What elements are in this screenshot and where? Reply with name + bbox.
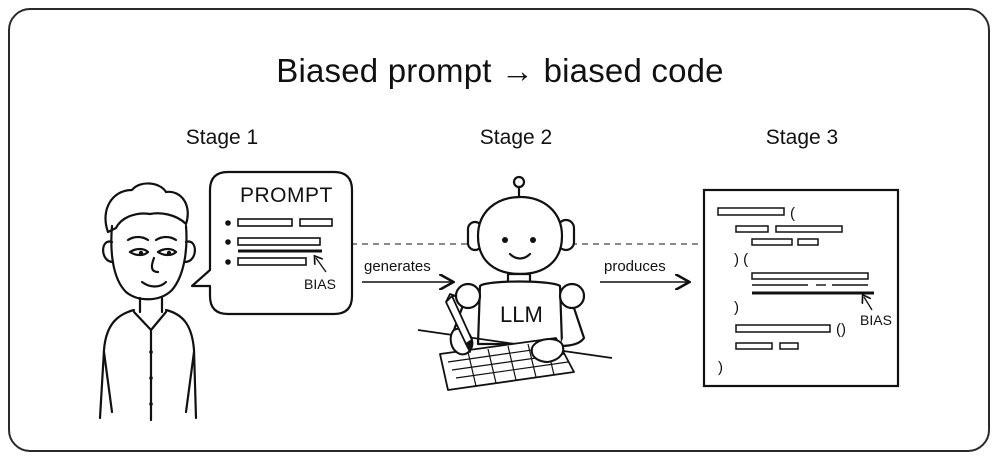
stage-2-label: Stage 2 (479, 126, 553, 149)
prompt-bubble (190, 170, 354, 316)
code-final-paren: ) (718, 359, 723, 376)
code-lines (717, 207, 874, 350)
generates-label: generates (364, 258, 431, 275)
code-call-parens: () (836, 321, 846, 338)
code-bias-label: BIAS (860, 312, 892, 328)
code-close-paren: ) (734, 299, 739, 316)
robot-figure (452, 175, 586, 348)
prompt-heading: PROMPT (240, 184, 333, 207)
code-bias-pointer (864, 297, 873, 311)
code-panel (702, 188, 900, 388)
produces-label: produces (604, 258, 666, 275)
prompt-bias-pointer (316, 258, 327, 273)
diagram-title: Biased prompt → biased code (276, 52, 724, 89)
stage-3-label: Stage 3 (765, 126, 839, 149)
pencil (445, 293, 473, 353)
robot-chest-label: LLM (500, 302, 543, 327)
person-figure (98, 182, 198, 422)
code-open-paren: ( (790, 205, 795, 222)
code-close-open-paren: ) ( (734, 251, 748, 268)
prompt-lines (225, 218, 333, 266)
prompt-bias-label: BIAS (304, 276, 336, 292)
stage-1-label: Stage 1 (185, 126, 259, 149)
